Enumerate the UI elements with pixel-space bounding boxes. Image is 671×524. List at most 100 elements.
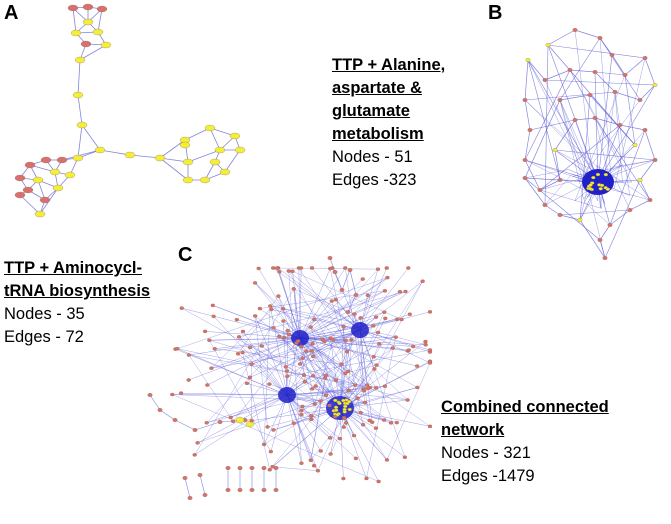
network-node [247, 375, 253, 380]
network-edge [624, 57, 646, 76]
network-node [375, 330, 381, 335]
network-edge [254, 282, 284, 309]
network-edge [544, 204, 561, 216]
network-edge [273, 267, 361, 331]
network-node [236, 335, 242, 339]
network-edge [301, 384, 356, 411]
caption-b-title-line: aspartate & [332, 79, 422, 97]
network-edge [286, 388, 369, 396]
network-node [214, 146, 226, 154]
network-edge [77, 124, 83, 159]
network-edge [524, 159, 541, 191]
network-edge [349, 269, 357, 296]
network-edge [258, 268, 301, 339]
network-node [80, 40, 92, 48]
network-edge [159, 409, 176, 421]
caption-a-title-line: TTP + Aminocycl- [4, 259, 142, 277]
network-edge [529, 119, 576, 131]
network-edge [61, 149, 101, 161]
network-edge [599, 37, 612, 183]
network-node [100, 41, 112, 49]
network-edge [299, 337, 418, 367]
network-node [352, 312, 357, 316]
network-edge [559, 214, 581, 221]
network-edge [524, 99, 531, 131]
network-node [637, 98, 643, 102]
network-node [374, 363, 379, 367]
network-node [567, 68, 573, 72]
network-edge [559, 37, 601, 101]
network-edge [259, 290, 385, 309]
caption-b: TTP + Alanine, aspartate & glutamate met… [332, 54, 445, 192]
network-edge [238, 291, 406, 338]
network-edge [159, 157, 189, 181]
network-node [344, 349, 350, 354]
network-edge [609, 209, 631, 226]
network-edge [206, 394, 288, 423]
network-node [347, 268, 353, 272]
network-node [405, 398, 410, 402]
network-node [294, 341, 299, 345]
network-node [253, 314, 258, 318]
network-edge [299, 336, 396, 339]
network-node [70, 29, 82, 37]
network-node [299, 344, 304, 349]
network-edge [149, 394, 161, 411]
network-edge [339, 341, 426, 409]
network-node [332, 414, 338, 419]
network-edge [299, 329, 361, 365]
network-edge [644, 129, 656, 161]
network-node [273, 488, 279, 492]
network-node [154, 154, 166, 162]
network-edge [299, 268, 331, 339]
network-edge [272, 466, 318, 471]
network-edge [594, 71, 599, 183]
network-node [627, 208, 633, 212]
network-edge [377, 332, 426, 345]
network-node [192, 453, 197, 457]
network-node [373, 426, 379, 430]
network-edge [209, 127, 221, 151]
network-edge [299, 291, 401, 339]
network-edge [524, 59, 529, 101]
network-edge [242, 331, 288, 396]
network-a [14, 3, 246, 218]
network-node [423, 342, 428, 347]
network-node [210, 303, 215, 308]
network-node [603, 172, 609, 177]
network-node [82, 3, 94, 11]
network-edge [237, 353, 288, 396]
network-edge [288, 270, 342, 365]
network-node [157, 408, 163, 412]
caption-a-title-line: tRNA biosynthesis [4, 282, 151, 300]
network-node [572, 28, 578, 32]
network-edge [524, 159, 595, 196]
network-node [240, 350, 245, 355]
network-node [285, 374, 290, 378]
caption-b-title-line: TTP + Alanine, [332, 56, 446, 74]
network-node [588, 187, 593, 191]
network-edge [584, 201, 611, 226]
network-edge [574, 117, 596, 121]
network-edge [293, 288, 348, 352]
network-node [147, 393, 153, 397]
network-node [349, 337, 354, 342]
caption-b-title-line: metabolism [332, 125, 424, 143]
network-node [320, 337, 325, 342]
network-node [291, 287, 296, 291]
network-edge [286, 394, 302, 464]
network-node [343, 338, 348, 343]
network-edge [524, 129, 531, 161]
network-node [40, 156, 52, 164]
network-node [337, 436, 343, 441]
network-edge [330, 343, 380, 455]
network-node [592, 70, 598, 74]
network-edge [629, 199, 651, 211]
network-node [622, 73, 628, 77]
network-edge [172, 394, 379, 482]
network-edge [359, 267, 387, 331]
network-edge [559, 99, 590, 178]
network-node [311, 463, 317, 468]
network-edge [524, 99, 604, 173]
network-node [427, 424, 433, 429]
